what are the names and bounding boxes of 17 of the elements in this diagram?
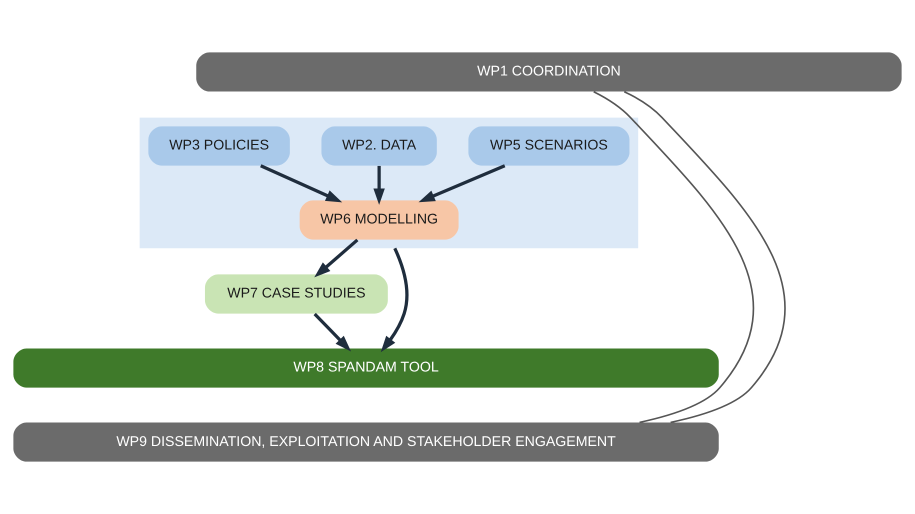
node-box: WP1 COORDINATION [196, 52, 902, 92]
node-box: WP5 SCENARIOS [468, 126, 630, 166]
node-box: WP8 SPANDAM TOOL [13, 348, 719, 388]
node-box: WP6 MODELLING [300, 200, 459, 240]
node-box: WP3 POLICIES [148, 126, 290, 166]
arrow [314, 238, 358, 278]
arrow [314, 312, 352, 352]
arrow [380, 248, 408, 352]
node-box: WP7 CASE STUDIES [204, 274, 388, 314]
connector [593, 91, 754, 424]
cluster [140, 118, 638, 248]
connector [624, 91, 786, 424]
node-box: WP9 DISSEMINATION, EXPLOITATION AND STAKEHOLDER ENGAGEMENT [13, 422, 719, 462]
arrow [373, 166, 385, 205]
arrow [418, 164, 506, 202]
node-box: WP2. DATA [321, 126, 437, 166]
arrow [260, 164, 342, 202]
